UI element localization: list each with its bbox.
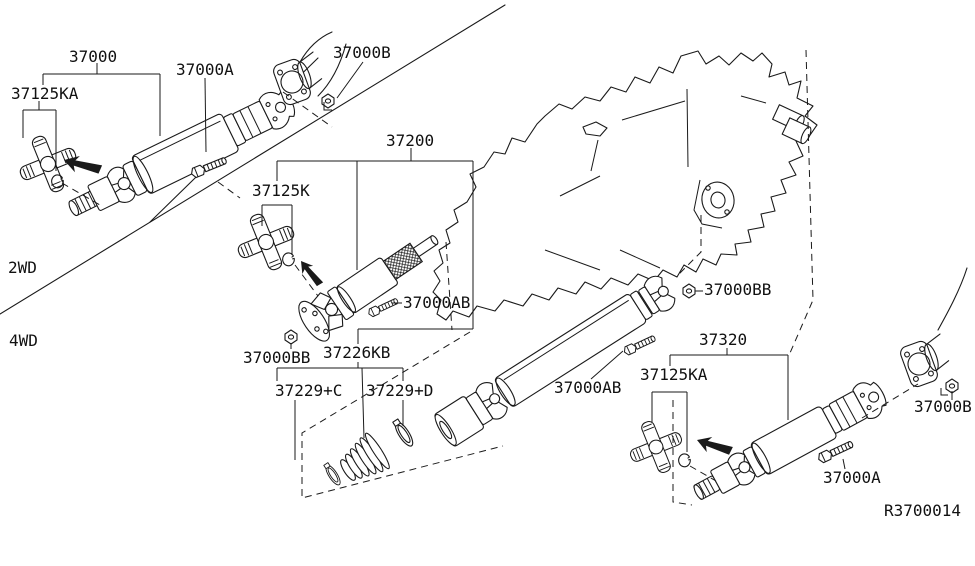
ujoint-cross-rear — [620, 411, 692, 483]
part-label-37000A-rear[interactable]: 37000A — [823, 468, 881, 487]
part-label-37000A-top[interactable]: 37000A — [176, 60, 234, 79]
transmission-case-drawing — [432, 50, 818, 321]
dashed-alignment-lines — [61, 49, 919, 506]
section-label-2wd: 2WD — [8, 258, 37, 277]
nut-37000B-rear — [945, 378, 959, 394]
nut-37000BB-right — [682, 283, 696, 299]
rear-driveline-drawing — [434, 275, 676, 447]
part-label-37125KA-rear[interactable]: 37125KA — [640, 365, 708, 384]
boot-kit-drawing — [321, 417, 417, 488]
part-label-37000[interactable]: 37000 — [69, 47, 118, 66]
rear-propeller-shaft-drawing — [693, 381, 887, 500]
part-label-37320[interactable]: 37320 — [699, 330, 748, 349]
section-label-4wd: 4WD — [9, 331, 38, 350]
companion-flange-rear-drawing — [898, 267, 968, 390]
front-propeller-shaft-drawing — [298, 235, 439, 342]
part-label-37000B-top[interactable]: 37000B — [333, 43, 391, 62]
nut-37000BB-left — [284, 329, 298, 345]
part-label-37000BB-left[interactable]: 37000BB — [243, 348, 311, 367]
transfer-output-flange — [701, 181, 735, 219]
companion-flange-2wd-drawing — [271, 31, 347, 108]
part-label-37000AB-center[interactable]: 37000AB — [554, 378, 622, 397]
bolt-37000AB-center — [622, 333, 658, 357]
part-label-37229D[interactable]: 37229+D — [366, 381, 434, 400]
diagram-ref-code: R3700014 — [884, 501, 962, 520]
part-label-37000BB-right[interactable]: 37000BB — [704, 280, 772, 299]
part-label-37200[interactable]: 37200 — [386, 131, 435, 150]
propeller-shaft-2wd-drawing — [68, 90, 295, 217]
part-label-37000AB-front[interactable]: 37000AB — [403, 293, 471, 312]
part-label-37229C[interactable]: 37229+C — [275, 381, 343, 400]
part-label-37125K[interactable]: 37125K — [252, 181, 310, 200]
callout-leader-lines — [22, 61, 953, 470]
install-arrow-rear — [694, 432, 734, 460]
part-label-37125KA-2wd[interactable]: 37125KA — [11, 84, 79, 103]
part-label-37000B-rear[interactable]: 37000B — [914, 397, 972, 416]
install-arrow-front — [295, 256, 325, 290]
part-label-37226KB[interactable]: 37226KB — [323, 343, 391, 362]
